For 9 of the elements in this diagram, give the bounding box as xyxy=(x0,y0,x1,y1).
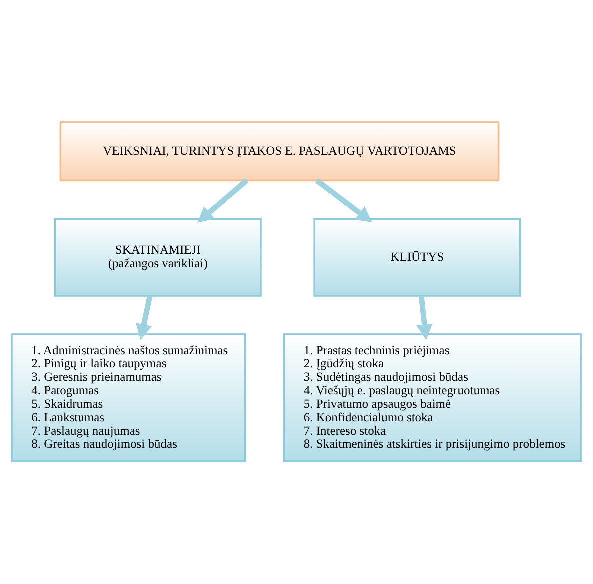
node-box: SKATINAMIEJI (pažangos varikliai) xyxy=(54,218,262,297)
arrow xyxy=(416,296,433,340)
node-box: VEIKSNIAI, TURINTYS ĮTAKOS E. PASLAUGŲ VARTOTOJAMS xyxy=(60,122,500,182)
node-box: 1. Administracinės naštos sumažinimas 2. Pinigų ir laiko taupymas 3. Geresnis prieinamumas 4. Patogumas 5. Skaidrumas 6. Lankstumas 7. Paslaugų naujumas 8. Greitas naudojimosi būdas xyxy=(11,334,246,462)
node-box: 1. Prastas techninis priėjimas 2. Įgūdžių stoka 3. Sudėtingas naudojimosi būdas 4. Viešųjų e. paslaugų neintegruotumas 5. Privatumo apsaugos baimė 6. Konfidencialumo stoka 7. Intereso stoka 8. Skaitmeninės atskirties ir prisijungimo problemos xyxy=(283,334,582,462)
arrow xyxy=(315,178,372,223)
arrow xyxy=(198,178,249,223)
arrow xyxy=(136,296,153,340)
node-box: KLIŪTYS xyxy=(314,218,522,297)
